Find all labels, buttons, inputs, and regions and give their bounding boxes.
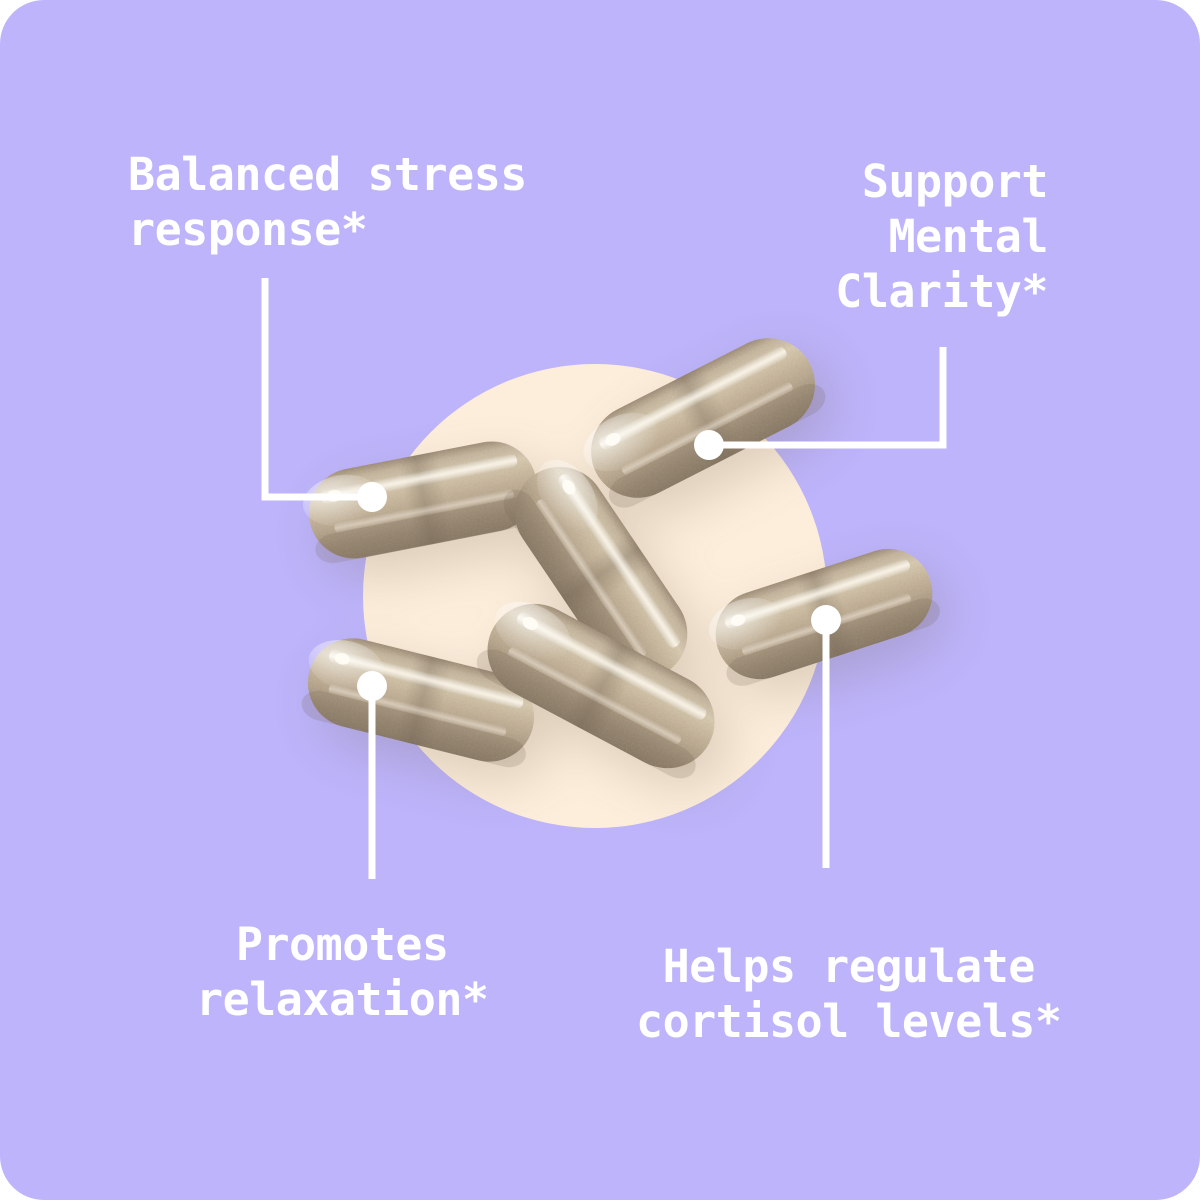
callout-connectors <box>261 278 947 879</box>
dot-balanced-stress <box>357 482 387 512</box>
dot-helps-regulate-cortisol <box>811 605 841 635</box>
connector-balanced-stress <box>261 278 372 501</box>
dot-promotes-relaxation <box>357 671 387 701</box>
callout-dots <box>357 430 841 701</box>
connector-support-mental-clarity <box>709 347 947 449</box>
dot-support-mental-clarity <box>694 430 724 460</box>
